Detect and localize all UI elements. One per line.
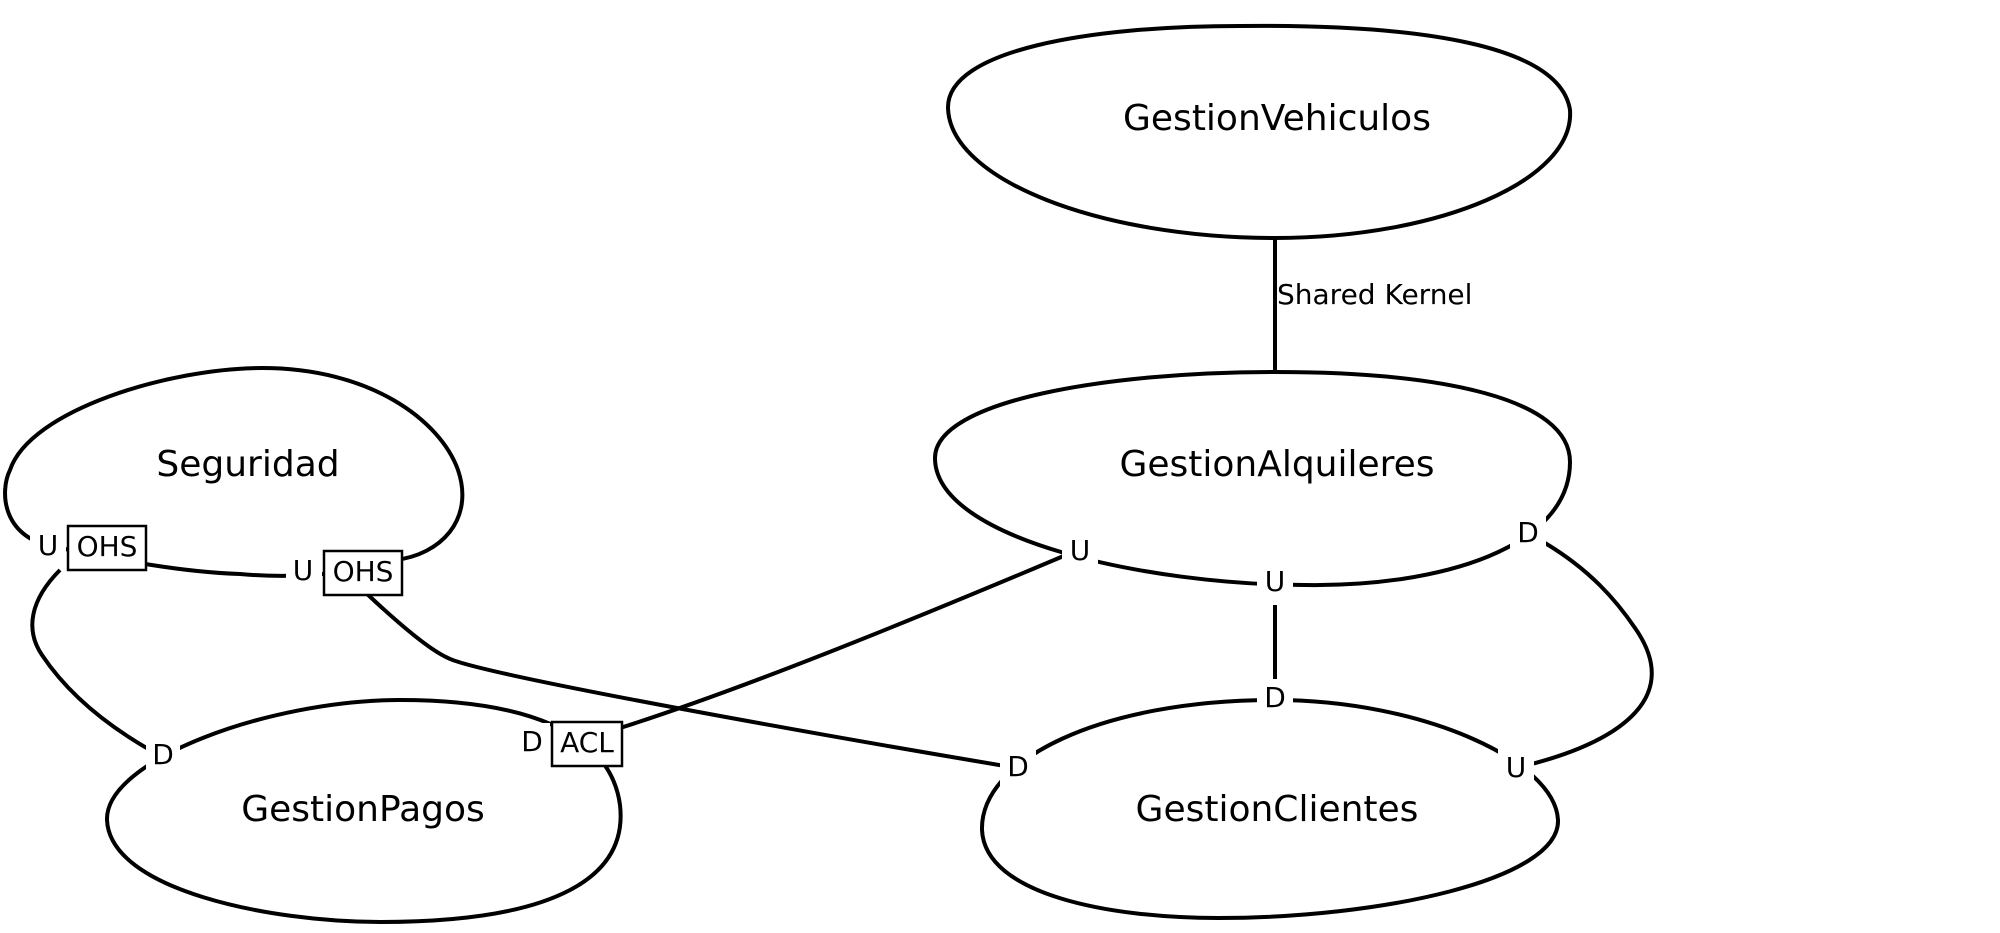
upstream-role: U [1265,565,1286,598]
role-marker-clientes-alquileres-downstream: D [1510,514,1546,554]
ohs-pattern-box [66,524,148,572]
ohs-pattern-box [322,549,404,597]
relationship-lines [30,238,1654,768]
role-marker-seguridad-clientes-upstream: U OHS [286,549,404,597]
role-marker-alquileres-clientes-downstream: D [1257,679,1293,719]
downstream-role: D [521,725,543,758]
acl-pattern-box [550,720,624,768]
downstream-role: D [1264,681,1286,714]
relationship-line-seguridad-pagos [30,568,151,752]
context-label-gestion-pagos: GestionPagos [241,789,485,830]
upstream-role: U [1070,534,1091,567]
context-label-gestion-alquileres: GestionAlquileres [1119,444,1434,485]
context-label-gestion-vehiculos: GestionVehiculos [1123,98,1431,139]
context-seguridad[interactable]: Seguridad [3,365,465,578]
role-marker-seguridad-clientes-downstream: D [1000,748,1036,788]
shared-kernel-label: Shared Kernel [1277,278,1472,311]
ohs-pattern-label: OHS [333,555,394,588]
role-marker-seguridad-pagos-upstream: U OHS [30,524,148,572]
ohs-pattern-label: OHS [77,530,138,563]
shared-kernel-label-group: Shared Kernel [1277,278,1472,311]
upstream-role: U [293,554,314,587]
role-marker-alquileres-clientes-upstream: U [1257,562,1293,602]
downstream-role: D [1007,750,1029,783]
relationship-line-alquileres-pagos [619,553,1067,730]
context-gestion-vehiculos[interactable]: GestionVehiculos [945,23,1573,241]
context-gestion-alquileres[interactable]: GestionAlquileres [932,369,1573,588]
downstream-role: D [152,738,174,771]
downstream-role: D [1517,516,1539,549]
context-gestion-clientes[interactable]: GestionClientes [979,697,1561,921]
relationship-line-seguridad-clientes [363,590,1006,768]
relationship-line-clientes-alquileres [1527,541,1654,767]
upstream-role: U [38,529,59,562]
upstream-role: U [1506,751,1527,784]
role-marker-alquileres-pagos-upstream: U [1062,532,1098,572]
context-label-gestion-clientes: GestionClientes [1136,789,1419,830]
role-marker-alquileres-pagos-downstream: D ACL [514,720,624,768]
role-marker-clientes-alquileres-upstream: U [1498,749,1534,789]
context-label-seguridad: Seguridad [156,444,339,485]
acl-pattern-label: ACL [560,726,614,759]
role-marker-seguridad-pagos-downstream: D [146,736,180,774]
